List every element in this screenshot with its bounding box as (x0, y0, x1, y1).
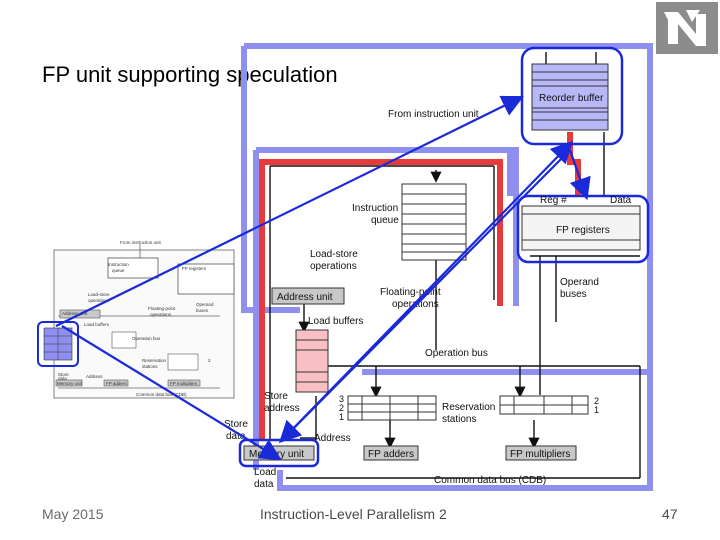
reorder-buffer: Reorder buffer (520, 46, 624, 146)
svg-text:1: 1 (339, 412, 344, 422)
footer-course-title: Instruction-Level Parallelism 2 (260, 506, 447, 522)
svg-text:stations: stations (142, 364, 158, 369)
svg-text:Reservation: Reservation (442, 402, 495, 413)
svg-text:Floating-point: Floating-point (148, 306, 176, 311)
blue-highlight-paths (241, 43, 653, 491)
svg-text:queue: queue (112, 268, 125, 273)
svg-text:Store: Store (264, 391, 288, 402)
thumbnail-diagram: From instruction unit Instruction queue … (37, 240, 235, 399)
svg-text:address: address (264, 403, 300, 414)
footer-date: May 2015 (42, 506, 104, 522)
svg-text:Load: Load (254, 467, 276, 478)
svg-text:2: 2 (208, 358, 211, 363)
fp-multipliers: FP multipliers (505, 445, 577, 461)
svg-text:From instruction unit: From instruction unit (120, 240, 162, 245)
svg-text:Operation bus: Operation bus (425, 348, 488, 359)
svg-text:Address unit: Address unit (277, 292, 333, 303)
svg-text:2: 2 (339, 403, 344, 413)
svg-text:Store: Store (58, 372, 69, 377)
svg-text:FP adders: FP adders (368, 449, 414, 460)
svg-text:queue: queue (371, 215, 399, 226)
svg-text:Instruction: Instruction (352, 203, 398, 214)
reorder-buffer-label: Reorder buffer (539, 93, 604, 104)
svg-text:Load buffers: Load buffers (84, 322, 110, 327)
svg-text:Operand: Operand (560, 277, 599, 288)
svg-text:1: 1 (594, 405, 599, 415)
svg-text:Memory unit: Memory unit (57, 381, 83, 386)
from-instruction-unit-label: From instruction unit (388, 109, 479, 120)
svg-text:operations: operations (88, 298, 110, 303)
svg-text:Load buffers: Load buffers (308, 316, 363, 327)
memory-unit: Memory unit (238, 438, 320, 468)
svg-text:Operation bus: Operation bus (132, 336, 161, 341)
svg-text:operations: operations (310, 261, 357, 272)
red-highlight-path (259, 132, 581, 440)
svg-text:data: data (58, 376, 67, 381)
svg-text:operations: operations (150, 312, 172, 317)
svg-text:FP multipliers: FP multipliers (170, 381, 198, 386)
svg-text:Store: Store (224, 419, 248, 430)
reservation-stations-left: 3 2 1 (339, 394, 437, 422)
svg-text:Floating-point: Floating-point (380, 287, 441, 298)
svg-text:Reservation: Reservation (142, 358, 167, 363)
svg-text:Load-store: Load-store (310, 249, 358, 260)
load-buffers (295, 329, 329, 393)
page-number: 47 (662, 506, 678, 522)
svg-text:Common data bus (CDB): Common data bus (CDB) (136, 392, 187, 397)
fp-registers-label: FP registers (556, 225, 610, 236)
svg-text:FP registers: FP registers (182, 266, 207, 271)
svg-text:stations: stations (442, 414, 476, 425)
svg-text:Instruction: Instruction (108, 262, 129, 267)
svg-text:Address: Address (86, 374, 103, 379)
svg-text:Load-store: Load-store (88, 292, 110, 297)
logo-icon (656, 2, 718, 54)
svg-text:3: 3 (339, 394, 344, 404)
reservation-stations-right: 2 1 (499, 395, 599, 415)
svg-text:data: data (254, 479, 274, 490)
svg-text:2: 2 (594, 396, 599, 406)
svg-text:Address unit: Address unit (62, 311, 88, 316)
pointer-arrows (55, 95, 591, 461)
address-unit: Address unit (271, 287, 345, 305)
svg-text:Address: Address (314, 433, 351, 444)
svg-text:buses: buses (196, 308, 209, 313)
svg-text:data: data (226, 431, 246, 442)
fp-registers: FP registers (516, 194, 650, 264)
svg-text:FP multipliers: FP multipliers (510, 449, 570, 460)
instruction-queue: Instruction queue (352, 183, 467, 261)
svg-text:buses: buses (560, 289, 587, 300)
svg-text:Common data bus (CDB): Common data bus (CDB) (434, 475, 546, 486)
svg-text:FP adders: FP adders (106, 381, 127, 386)
slide-title: FP unit supporting speculation (42, 62, 338, 87)
data-label: Data (610, 195, 632, 206)
svg-text:Operand: Operand (196, 302, 214, 307)
reg-num-label: Reg # (540, 195, 567, 206)
fp-adders: FP adders (363, 445, 419, 461)
bus-lines (269, 52, 641, 479)
